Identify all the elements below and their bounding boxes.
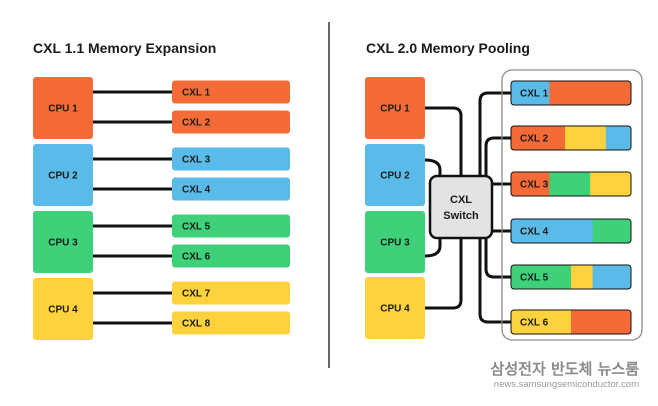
left-module-7: CXL 7 [172, 281, 290, 305]
right-cpu-group: CPU 1 CPU 2 CPU 3 CPU 4 [365, 77, 425, 339]
right-cpu-label: CPU 3 [380, 238, 410, 249]
pool-module-6: CXL 6 [510, 309, 632, 335]
switch-module-wire-1 [478, 91, 513, 178]
switch-label-line2: Switch [443, 210, 479, 222]
left-cpu-1: CPU 1 [33, 77, 93, 139]
pool-module-segment [549, 81, 631, 105]
right-connections [423, 91, 513, 324]
pool-module-segment [565, 126, 607, 150]
cpu-switch-wire-4 [423, 236, 463, 310]
pool-module-segment [571, 265, 594, 289]
switch-module-wire-2 [484, 136, 513, 178]
pool-module-label: CXL 1 [520, 89, 549, 100]
pool-module-segment [511, 219, 594, 243]
left-module-2: CXL 2 [172, 110, 290, 134]
pool-module-segment [592, 265, 631, 289]
right-cpu-2: CPU 2 [365, 144, 425, 206]
pool-module-segment [511, 126, 566, 150]
pool-module-segment [511, 310, 572, 334]
pool-module-label: CXL 5 [520, 273, 549, 284]
left-cpu-4: CPU 4 [33, 278, 93, 340]
left-module-group: CXL 1 CXL 2 CXL 3 CXL 4 CXL 5 CXL 6 CXL 7 CXL 8 [172, 80, 290, 335]
pool-module-1: CXL 1 [510, 80, 632, 106]
right-cpu-4: CPU 4 [365, 277, 425, 339]
left-module-label: CXL 5 [182, 222, 211, 233]
pool-module-label: CXL 6 [520, 318, 549, 329]
right-cpu-label: CPU 2 [380, 171, 410, 182]
left-module-label: CXL 4 [182, 185, 211, 196]
pool-module-label: CXL 3 [520, 180, 549, 191]
cpu-switch-wire-1 [423, 106, 463, 178]
right-cpu-3: CPU 3 [365, 211, 425, 273]
left-module-label: CXL 2 [182, 118, 211, 129]
right-title: CXL 2.0 Memory Pooling [366, 40, 530, 56]
pool-module-segment [511, 265, 572, 289]
left-module-label: CXL 1 [182, 88, 211, 99]
pool-module-segment [605, 126, 631, 150]
left-module-3: CXL 3 [172, 147, 290, 171]
switch-module-wire-5 [484, 236, 513, 279]
pool-module-label: CXL 2 [520, 134, 549, 145]
pool-module-segment [571, 310, 631, 334]
watermark-name: 삼성전자 반도체 뉴스룸 [491, 360, 640, 378]
pool-module-segment [590, 172, 631, 196]
left-cpu-label: CPU 2 [48, 171, 78, 182]
right-cpu-label: CPU 4 [380, 304, 410, 315]
left-module-1: CXL 1 [172, 80, 290, 104]
left-module-8: CXL 8 [172, 311, 290, 335]
left-cpu-3: CPU 3 [33, 211, 93, 273]
watermark-url: news.samsungsemiconductor.com [494, 379, 639, 390]
left-cpu-label: CPU 4 [48, 305, 78, 316]
pool-module-3: CXL 3 [510, 171, 632, 197]
pool-module-segment [511, 172, 550, 196]
right-cpu-label: CPU 1 [380, 104, 410, 115]
pool-module-2: CXL 2 [510, 125, 632, 151]
pool-module-segment [511, 81, 550, 105]
cxl-switch: CXL Switch [428, 174, 494, 240]
left-module-6: CXL 6 [172, 244, 290, 268]
pool-module-4: CXL 4 [510, 218, 632, 244]
left-connections [91, 90, 174, 325]
pool-module-segment [549, 172, 591, 196]
left-module-label: CXL 6 [182, 252, 211, 263]
left-module-label: CXL 7 [182, 289, 211, 300]
switch-label-line1: CXL [450, 194, 472, 206]
left-module-4: CXL 4 [172, 177, 290, 201]
left-module-label: CXL 3 [182, 155, 211, 166]
right-module-group: CXL 1 CXL 2 CXL 3 CXL 4 CXL 5 CXL 6 [510, 80, 632, 335]
switch-module-wire-6 [478, 236, 513, 324]
memory-pool-frame [501, 69, 643, 341]
left-cpu-label: CPU 3 [48, 238, 78, 249]
pool-module-5: CXL 5 [510, 264, 632, 290]
cpu-switch-wire-3 [423, 236, 442, 258]
right-cpu-1: CPU 1 [365, 77, 425, 139]
left-module-5: CXL 5 [172, 214, 290, 238]
cpu-switch-wire-2 [423, 158, 442, 178]
left-title: CXL 1.1 Memory Expansion [33, 40, 216, 56]
left-cpu-label: CPU 1 [48, 104, 78, 115]
left-cpu-group: CPU 1 CPU 2 CPU 3 CPU 4 [33, 77, 93, 340]
pool-module-segment [592, 219, 631, 243]
left-module-label: CXL 8 [182, 319, 211, 330]
left-cpu-2: CPU 2 [33, 144, 93, 206]
pool-module-label: CXL 4 [520, 227, 549, 238]
